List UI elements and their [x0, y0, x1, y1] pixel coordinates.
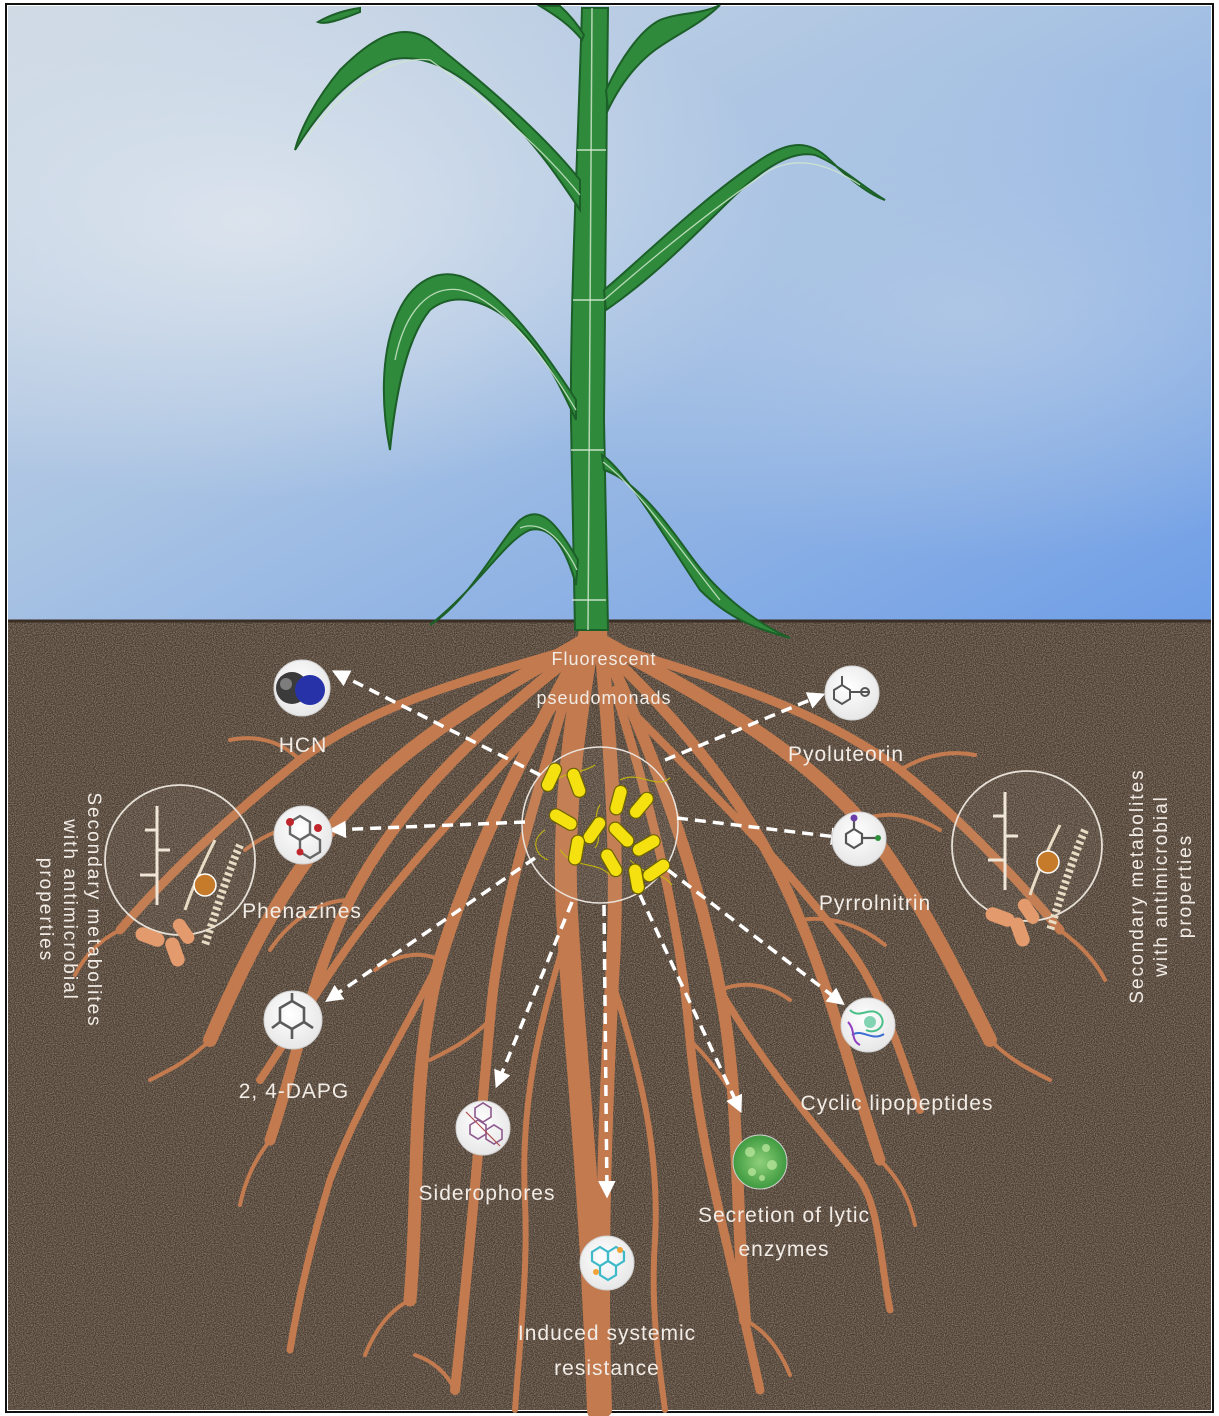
label-pyoluteorin: Pyoluteorin: [788, 743, 904, 766]
right-side-label-line1: Secondary metabolites: [1127, 768, 1148, 1003]
label-lipopeptides: Cyclic lipopeptides: [801, 1092, 994, 1115]
label-siderophores: Siderophores: [419, 1182, 556, 1205]
cyclic-lipopeptides-molecule-icon: [841, 998, 895, 1052]
left-side-label-line3: properties: [35, 858, 56, 963]
dapg-molecule-icon: [264, 991, 322, 1049]
label-dapg: 2, 4-DAPG: [239, 1080, 350, 1103]
bacteria-cluster: [522, 747, 678, 903]
phenazines-molecule-icon: [274, 806, 332, 864]
isr-molecule-icon: [580, 1236, 634, 1290]
left-side-label-line1: Secondary metabolites: [83, 792, 104, 1027]
label-pyrrolnitrin: Pyrrolnitrin: [819, 892, 931, 915]
label-lytic-line1: Secretion of lytic: [698, 1204, 870, 1227]
label-isr-line2: resistance: [554, 1357, 660, 1380]
siderophores-molecule-icon: [456, 1101, 510, 1155]
hcn-molecule-icon: [274, 660, 330, 716]
pyrrolnitrin-molecule-icon: [832, 812, 886, 866]
label-phenazines: Phenazines: [242, 900, 362, 923]
lytic-enzymes-molecule-icon: [733, 1135, 787, 1189]
label-isr-line1: Induced systemic: [518, 1322, 696, 1345]
pyoluteorin-molecule-icon: [825, 666, 879, 720]
right-side-label-line2: with antimicrobial: [1151, 795, 1172, 978]
label-lytic-line2: enzymes: [738, 1238, 829, 1261]
label-hcn: HCN: [279, 734, 328, 757]
left-side-label-line2: with antimicrobial: [59, 818, 80, 1001]
center-label-line1: Fluorescent: [551, 649, 656, 669]
center-label-line2: pseudomonads: [536, 688, 671, 708]
right-side-label-line3: properties: [1175, 834, 1196, 939]
